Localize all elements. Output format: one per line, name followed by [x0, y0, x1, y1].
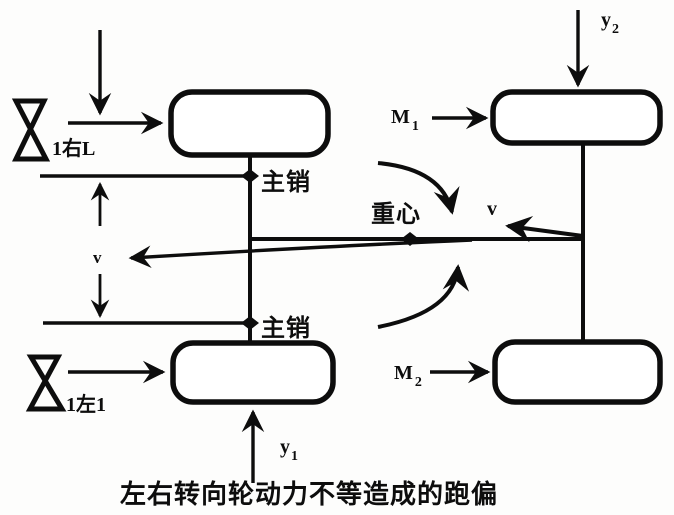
tire-hourglass-symbol-top — [11, 98, 51, 162]
tire-hourglass-symbol-bottom — [25, 354, 67, 412]
yaw-arrow-bottom — [377, 264, 470, 329]
moment-label-m2-sub: 2 — [415, 375, 422, 390]
wheel-front-right — [170, 340, 336, 405]
velocity-arrow — [505, 215, 584, 243]
force-label-y2-sub: 2 — [612, 22, 619, 37]
center-of-gravity-label: 重心 — [371, 201, 421, 228]
kingpin-point-top — [241, 169, 259, 183]
force-label-y1-sub: 1 — [291, 449, 298, 464]
force-label-y1: y1 — [280, 436, 298, 464]
tire-symbol-label-bottom: 1左1 — [66, 392, 106, 416]
track-dimension-label: v — [93, 248, 102, 267]
wheel-rear-right — [492, 339, 663, 405]
force-label-y1-main: y — [280, 436, 290, 458]
yaw-arrow-top — [377, 161, 460, 215]
wheel-rear-left — [490, 89, 663, 146]
kingpin-point-bottom — [241, 316, 259, 330]
moment-label-m1-main: M — [391, 106, 410, 128]
kingpin-label-bottom: 主销 — [261, 315, 311, 342]
deviation-arrow-left — [128, 238, 473, 269]
velocity-label: v — [487, 198, 497, 220]
force-label-y2-main: y — [601, 9, 611, 31]
wheel-front-left — [168, 89, 331, 158]
moment-label-m1-sub: 1 — [412, 119, 419, 134]
moment-label-m2-main: M — [394, 362, 413, 384]
force-label-y2: y2 — [601, 9, 619, 37]
kingpin-label-top: 主销 — [261, 169, 311, 196]
diagram-caption: 左右转向轮动力不等造成的跑偏 — [120, 479, 498, 509]
tire-symbol-label-top: 1右L — [52, 136, 95, 160]
